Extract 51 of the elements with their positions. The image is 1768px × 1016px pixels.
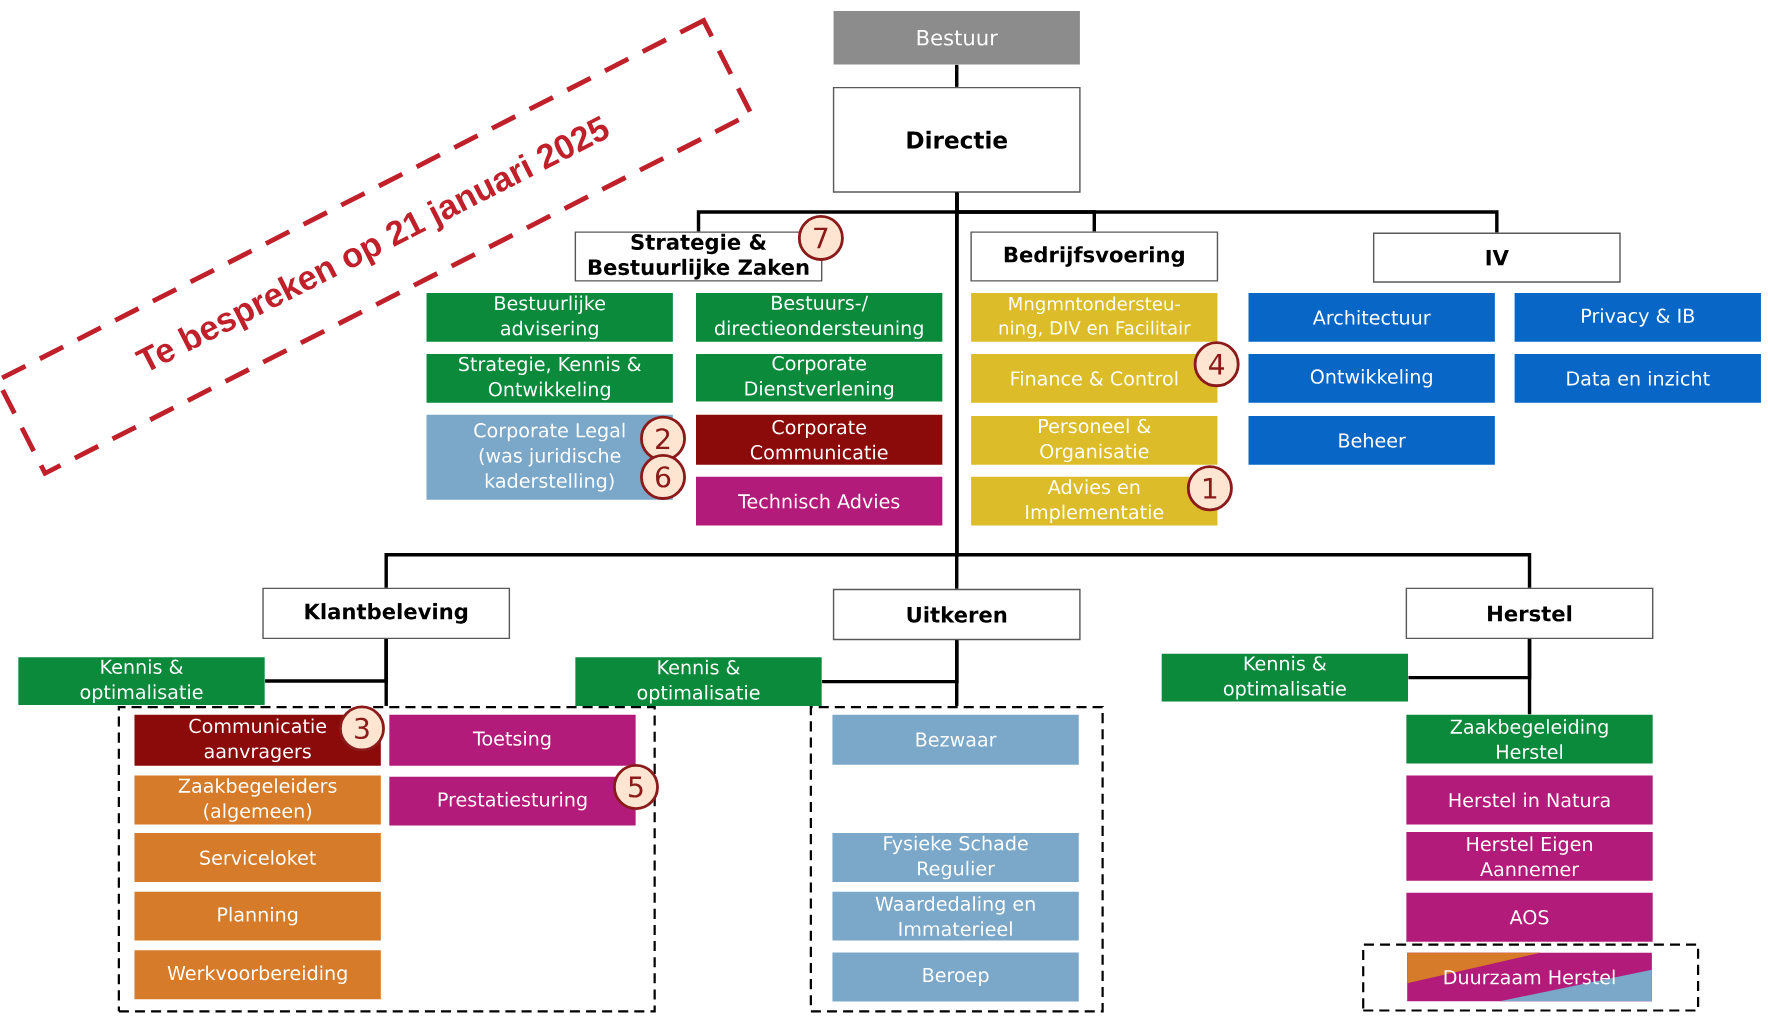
department-box: Bedrijfsvoering (970, 231, 1219, 282)
unit-box: Kennis & optimalisatie (18, 657, 265, 705)
connector-line (1527, 639, 1532, 715)
unit-box: Mngmntondersteu- ning, DIV en Facilitair (971, 293, 1218, 342)
board-box: Bestuur (833, 11, 1080, 65)
unit-box: Ontwikkeling (1248, 353, 1495, 403)
unit-box: Bestuurlijke advisering (426, 293, 673, 342)
unit-box: Data en inzicht (1514, 353, 1761, 403)
unit-box: Duurzaam Herstel (1407, 952, 1652, 1002)
callout-number: 5 (612, 764, 659, 811)
unit-box: Waardedaling en Immaterieel (832, 891, 1079, 941)
connector-line (955, 64, 959, 87)
department-box: Klantbeleving (262, 587, 511, 640)
callout-number: 3 (338, 705, 385, 752)
department-box: IV (1372, 232, 1621, 283)
unit-box: Kennis & optimalisatie (575, 657, 822, 707)
unit-box: Bezwaar (832, 714, 1079, 765)
unit-box: Architectuur (1248, 293, 1495, 342)
callout-number: 4 (1193, 341, 1240, 388)
callout-number: 6 (640, 454, 686, 500)
unit-box: Serviceloket (134, 833, 381, 882)
department-box: Directie (832, 86, 1081, 193)
connector-line (955, 192, 1532, 588)
department-box: Herstel (1405, 587, 1654, 640)
unit-box: Beheer (1248, 415, 1495, 465)
callout-number: 7 (797, 215, 844, 261)
unit-box: Herstel Eigen Aannemer (1406, 832, 1653, 881)
department-box: Uitkeren (832, 588, 1081, 641)
dashed-group-box (117, 706, 656, 1013)
unit-box: Toetsing (389, 714, 636, 766)
unit-box: Technisch Advies (696, 476, 943, 526)
unit-box: Zaakbegeleiding Herstel (1406, 714, 1653, 764)
callout-number: 1 (1186, 465, 1233, 512)
unit-box: Personeel & Organisatie (971, 415, 1218, 465)
unit-box: Corporate Dienstverlening (696, 353, 943, 402)
unit-box: Corporate Communicatie (696, 414, 943, 465)
unit-box: Kennis & optimalisatie (1161, 653, 1408, 702)
unit-box: Beroep (832, 952, 1079, 1002)
unit-box: Fysieke Schade Regulier (832, 833, 1079, 882)
dashed-group-box (1362, 943, 1700, 1012)
unit-box: Herstel in Natura (1406, 775, 1653, 825)
unit-box: Bestuurs-/ directieondersteuning (696, 293, 943, 342)
unit-box: AOS (1406, 892, 1653, 942)
unit-box: Strategie, Kennis & Ontwikkeling (426, 353, 673, 403)
unit-box: Werkvoorbereiding (134, 950, 381, 1000)
connector-line (384, 639, 388, 706)
unit-box: Planning (134, 891, 381, 941)
connector-line (955, 640, 959, 706)
unit-box: Privacy & IB (1514, 293, 1761, 342)
unit-box: Zaakbegeleiders (algemeen) (134, 775, 381, 825)
dashed-group-box (809, 706, 1104, 1013)
